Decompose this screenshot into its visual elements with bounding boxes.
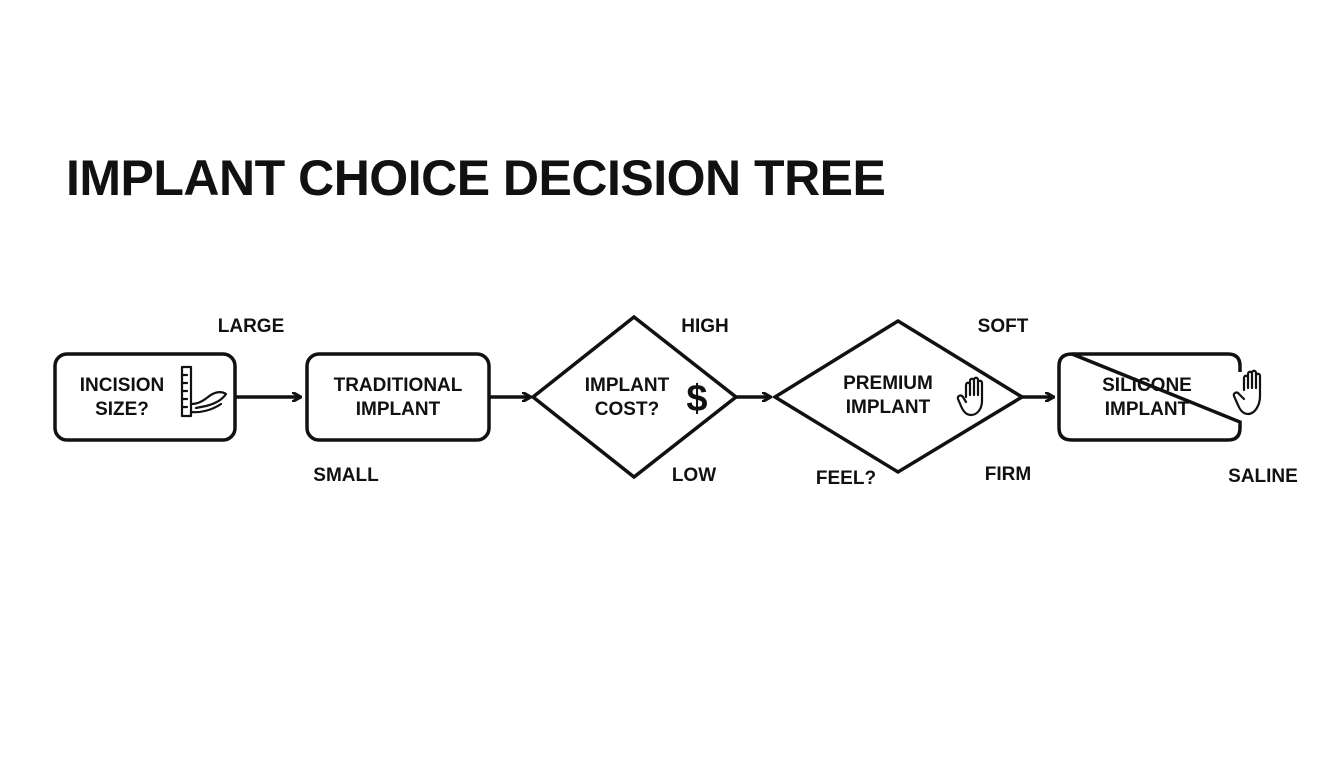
- branch-label-low: LOW: [672, 465, 716, 486]
- node-traditional-line2: IMPLANT: [356, 399, 441, 420]
- node-cost-line2: COST?: [595, 399, 659, 420]
- node-traditional-implant: TRADITIONAL IMPLANT: [305, 352, 491, 442]
- ruler-hand-icon: [180, 365, 228, 418]
- node-implant-cost: IMPLANT COST? $: [530, 314, 739, 480]
- node-incision-line2: SIZE?: [95, 399, 149, 420]
- diagram-title: IMPLANT CHOICE DECISION TREE: [66, 150, 886, 206]
- branch-label-small: SMALL: [313, 465, 379, 486]
- dollar-icon: $: [686, 378, 707, 420]
- node-silicone-line2: IMPLANT: [1105, 399, 1190, 420]
- node-premium-line2: IMPLANT: [846, 397, 931, 418]
- branch-label-large: LARGE: [218, 316, 285, 337]
- hand-icon: [1232, 369, 1262, 416]
- node-premium-implant: PREMIUM IMPLANT: [771, 318, 1026, 475]
- node-incision-size: INCISION SIZE?: [53, 352, 237, 442]
- node-cost-line1: IMPLANT: [585, 375, 670, 396]
- node-premium-line3: FEEL?: [816, 468, 876, 489]
- node-incision-line1: INCISION: [80, 375, 164, 396]
- branch-label-high: HIGH: [681, 316, 729, 337]
- node-silicone-line1: SILICONE: [1102, 375, 1192, 396]
- node-silicone-implant: SILICONE IMPLANT: [1057, 352, 1262, 442]
- branch-label-soft: SOFT: [978, 316, 1029, 337]
- node-traditional-line1: TRADITIONAL: [334, 375, 463, 396]
- branch-label-saline: SALINE: [1228, 466, 1298, 487]
- branch-label-firm: FIRM: [985, 464, 1031, 485]
- node-premium-line1: PREMIUM: [843, 373, 933, 394]
- hand-icon: [956, 376, 984, 417]
